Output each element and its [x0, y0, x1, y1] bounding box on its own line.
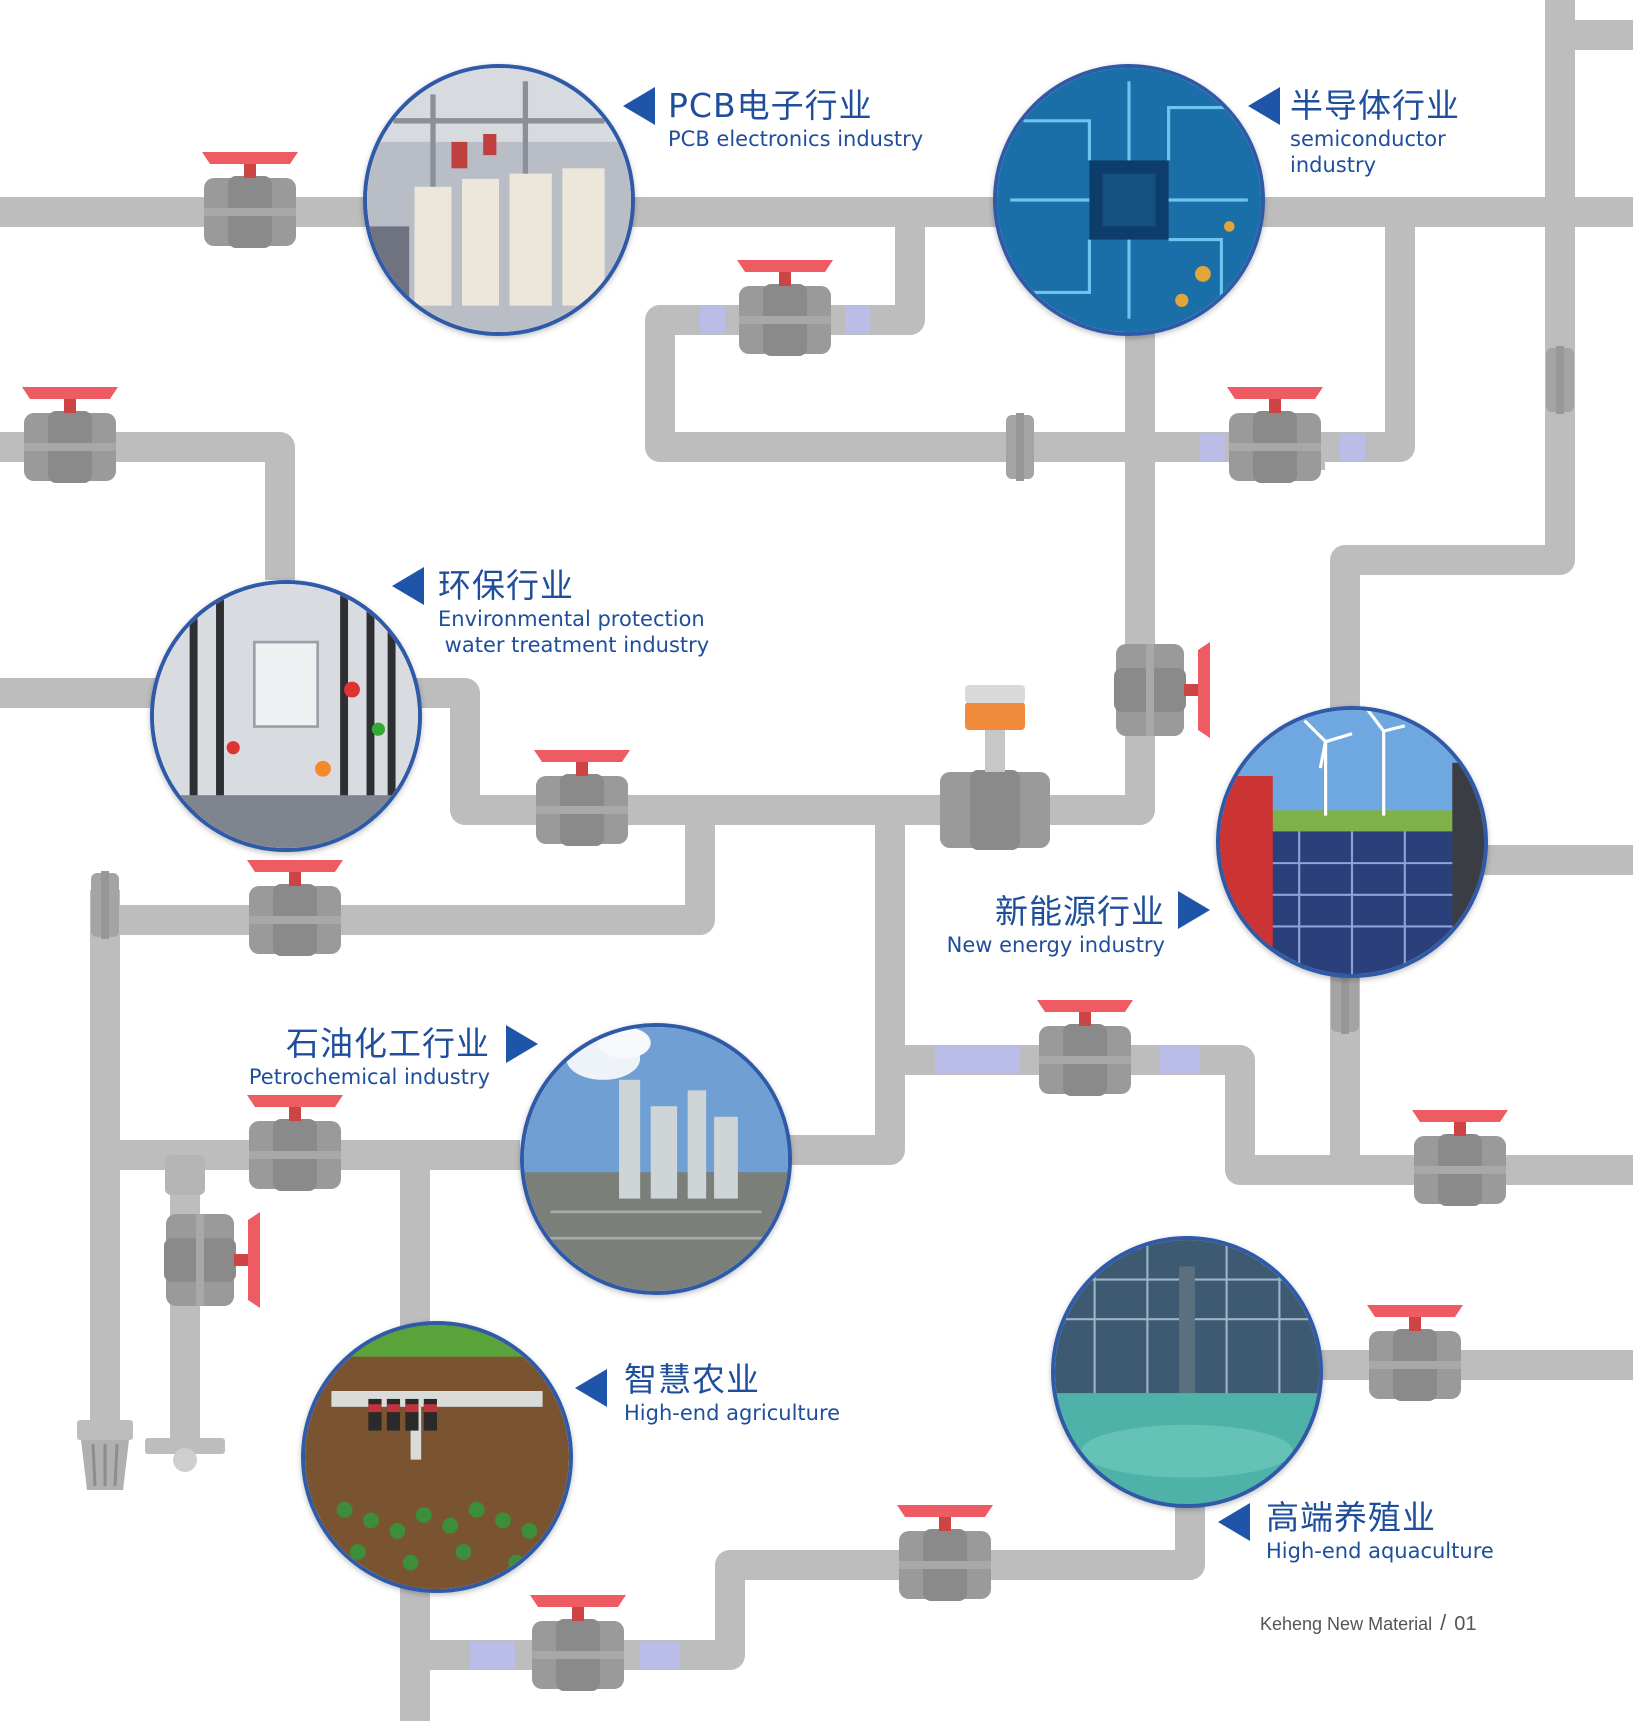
refinery-icon — [524, 1027, 788, 1291]
footer-separator: / — [1440, 1610, 1447, 1635]
label-new-energy-en: New energy industry — [946, 933, 1165, 957]
label-environmental: 环保行业 Environmental protection water trea… — [438, 566, 709, 658]
label-aquaculture-zh: 高端养殖业 — [1266, 1498, 1436, 1537]
pcb-equipment-icon — [367, 68, 631, 332]
page-number: 01 — [1454, 1613, 1477, 1635]
label-agriculture-zh: 智慧农业 — [624, 1360, 760, 1399]
arrow-aquaculture — [1218, 1503, 1250, 1541]
photo-pcb-electronics — [363, 64, 635, 336]
label-pcb-zh: PCB电子行业 — [668, 86, 873, 125]
arrow-environmental — [392, 567, 424, 605]
photo-new-energy — [1216, 706, 1488, 978]
water-treatment-icon — [154, 584, 418, 848]
label-semiconductor-zh: 半导体行业 — [1290, 86, 1460, 125]
wind-solar-icon — [1220, 710, 1484, 974]
label-pcb-en: PCB electronics industry — [668, 127, 924, 151]
arrow-agriculture — [575, 1369, 607, 1407]
aquaculture-pool-icon — [1055, 1240, 1319, 1504]
photo-petrochemical — [520, 1023, 792, 1295]
label-environmental-zh: 环保行业 — [438, 566, 574, 605]
photo-aquaculture — [1051, 1236, 1323, 1508]
arrow-petrochemical — [506, 1025, 538, 1063]
label-aquaculture: 高端养殖业 High-end aquaculture — [1266, 1498, 1494, 1564]
arrow-pcb — [623, 87, 655, 125]
label-petrochemical-zh: 石油化工行业 — [286, 1024, 490, 1063]
footer-company: Keheng New Material — [1260, 1614, 1433, 1634]
label-new-energy-zh: 新能源行业 — [995, 892, 1165, 931]
smart-farm-icon — [305, 1325, 569, 1589]
page-footer: Keheng New Material / 01 — [1260, 1610, 1560, 1636]
photo-agriculture — [301, 1321, 573, 1593]
label-agriculture-en: High-end agriculture — [624, 1401, 841, 1425]
photo-semiconductor — [993, 64, 1265, 336]
label-environmental-en: Environmental protection water treatment… — [438, 607, 710, 657]
label-petrochemical: 石油化工行业 Petrochemical industry — [200, 1024, 490, 1090]
arrow-new-energy — [1178, 891, 1210, 929]
label-petrochemical-en: Petrochemical industry — [248, 1065, 490, 1089]
circuit-board-icon — [997, 68, 1261, 332]
label-semiconductor-en: semiconductor industry — [1290, 127, 1446, 177]
photo-environmental — [150, 580, 422, 852]
label-aquaculture-en: High-end aquaculture — [1266, 1539, 1494, 1563]
label-agriculture: 智慧农业 High-end agriculture — [624, 1360, 840, 1426]
label-new-energy: 新能源行业 New energy industry — [860, 892, 1165, 958]
label-semiconductor: 半导体行业 semiconductor industry — [1290, 86, 1460, 178]
label-pcb: PCB电子行业 PCB electronics industry — [668, 86, 923, 152]
arrow-semiconductor — [1248, 87, 1280, 125]
